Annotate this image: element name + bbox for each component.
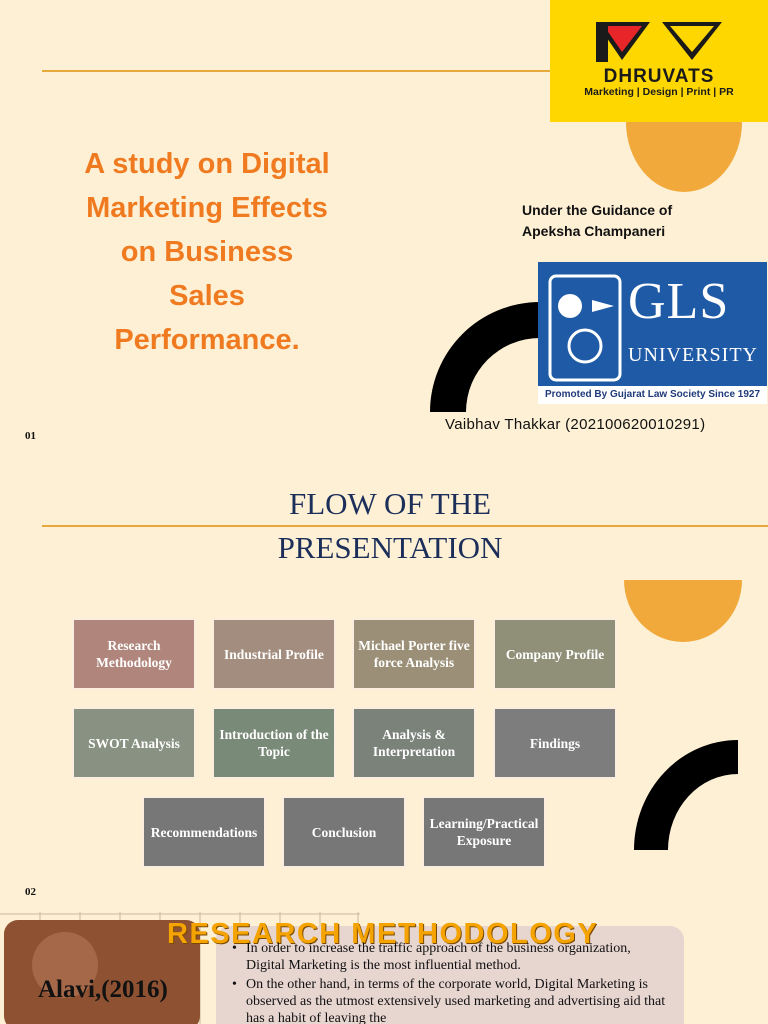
dhruvats-logo: DHRUVATS Marketing | Design | Print | PR (550, 0, 768, 122)
flow-box: Learning/Practical Exposure (422, 796, 546, 868)
flow-box: Analysis & Interpretation (352, 707, 476, 779)
flow-box: Recommendations (142, 796, 266, 868)
divider-line (42, 525, 768, 527)
flow-box: Findings (493, 707, 617, 779)
page-number: 01 (25, 430, 36, 442)
logo-mark-icon (596, 22, 722, 62)
title-line: on Business (120, 236, 294, 268)
flow-box: Industrial Profile (212, 618, 336, 690)
author-name: Vaibhav Thakkar (202100620010291) (445, 416, 706, 433)
decor-black-arc (634, 740, 738, 850)
flow-box: Michael Porter five force Analysis (352, 618, 476, 690)
flow-box: Introduction of the Topic (212, 707, 336, 779)
bullet-item: On the other hand, in terms of the corpo… (232, 976, 666, 1024)
title-line: Sales (169, 280, 245, 312)
gls-university-logo: GLS UNIVERSITY Promoted By Gujarat Law S… (538, 262, 767, 404)
title-slide: DHRUVATS Marketing | Design | Print | PR… (0, 0, 768, 452)
flow-box: Conclusion (282, 796, 406, 868)
flow-box: Company Profile (493, 618, 617, 690)
guidance-label: Under the Guidance of (522, 202, 673, 218)
flow-slide: FLOW OF THE PRESENTATION Research Method… (0, 452, 768, 910)
decor-half-circle (624, 580, 742, 642)
guidance-text: Under the Guidance of Apeksha Champaneri (522, 200, 672, 242)
decor-circle (32, 932, 98, 998)
gls-name: GLS (628, 273, 730, 330)
gls-footer: Promoted By Gujarat Law Society Since 19… (538, 386, 767, 404)
title-line: A study on Digital (84, 148, 330, 180)
guide-name: Apeksha Champaneri (522, 223, 666, 239)
flow-title-line: PRESENTATION (277, 530, 503, 565)
page-number: 02 (25, 886, 36, 898)
research-slide: Alavi,(2016) RESEARCH METHODOLOGY In ord… (0, 910, 768, 1024)
gls-subtitle: UNIVERSITY (628, 344, 758, 366)
flow-title: FLOW OF THE PRESENTATION (200, 482, 580, 570)
gls-emblem-icon (548, 274, 622, 382)
bullet-item: In order to increase the traffic approac… (232, 940, 666, 974)
title-line: Marketing Effects (86, 192, 328, 224)
flow-title-line: FLOW OF THE (288, 486, 492, 521)
logo-name: DHRUVATS (603, 66, 715, 87)
presentation-title: A study on Digital Marketing Effects on … (52, 142, 362, 362)
decor-black-arc (430, 302, 540, 412)
author-reference: Alavi,(2016) (38, 976, 168, 1003)
bullet-list: In order to increase the traffic approac… (232, 940, 666, 1024)
flow-box: Research Methodology (72, 618, 196, 690)
title-line: Performance. (114, 324, 300, 356)
logo-tagline: Marketing | Design | Print | PR (584, 86, 734, 98)
divider-line (42, 70, 552, 72)
decor-half-circle (626, 122, 742, 192)
flow-box: SWOT Analysis (72, 707, 196, 779)
